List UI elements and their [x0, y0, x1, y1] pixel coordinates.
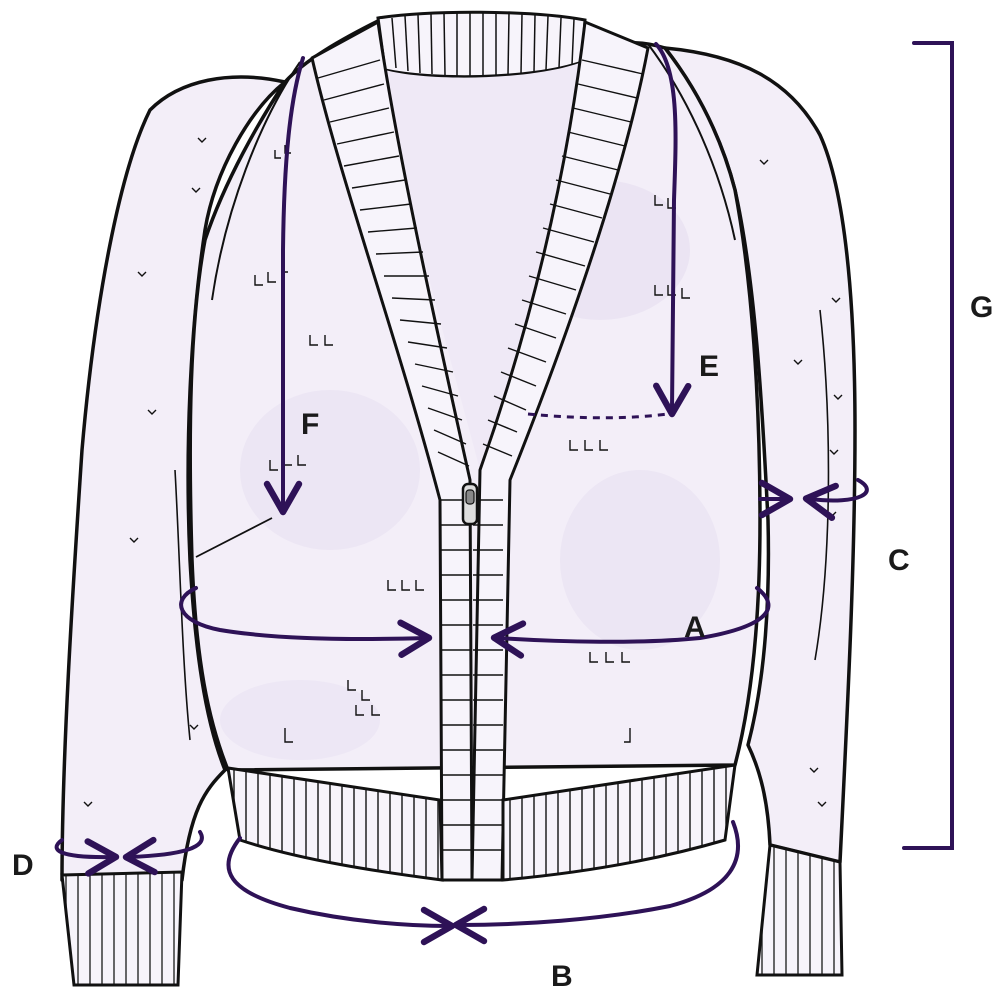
- label-f: F: [301, 410, 319, 440]
- label-d: D: [12, 851, 34, 881]
- label-a: A: [684, 613, 706, 643]
- right-cuff: [757, 845, 842, 975]
- label-c: C: [888, 546, 910, 576]
- left-cuff: [62, 872, 182, 985]
- zipper-pull-icon: [463, 484, 477, 524]
- measure-g-bracket: [904, 43, 952, 848]
- label-g: G: [970, 293, 993, 323]
- label-e: E: [699, 352, 719, 382]
- label-b: B: [551, 962, 573, 992]
- neck-rib: [378, 12, 585, 77]
